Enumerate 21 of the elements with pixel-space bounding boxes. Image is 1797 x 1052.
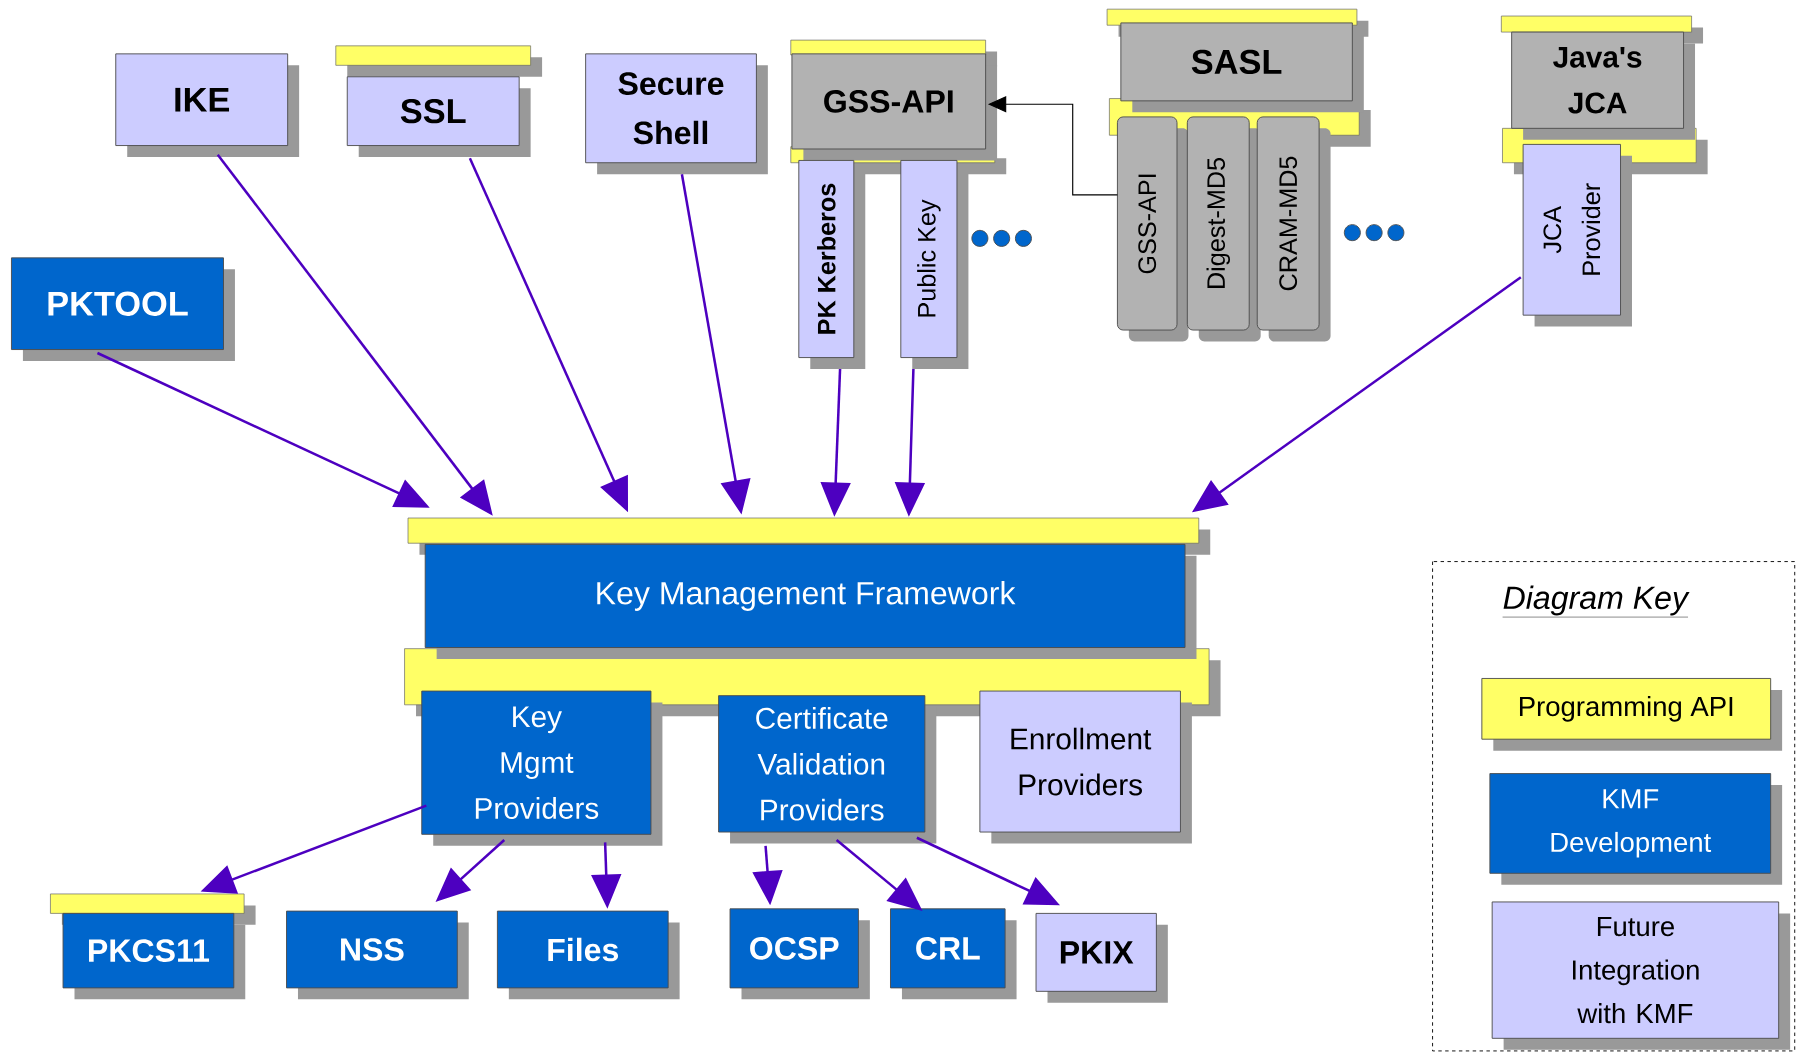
component-box: Key Mgmt Providers	[421, 690, 663, 846]
component-box: PKIX	[1035, 912, 1168, 1003]
legend-heading: Diagram Key	[1502, 585, 1690, 618]
component-box: PKTOOL	[11, 257, 235, 361]
rotated-box: Digest-MD5	[1186, 116, 1261, 342]
rotated-box: GSS-API	[1116, 116, 1189, 342]
api-box: SSL	[335, 45, 543, 157]
component-box: Secure Shell	[585, 53, 768, 175]
component-box: CRL	[890, 908, 1017, 1000]
component-box: IKE	[115, 53, 300, 157]
rotated-box: PK Kerberos	[798, 159, 866, 369]
rotated-box: CRAM-MD5	[1256, 116, 1331, 342]
component-box: OCSP	[729, 908, 870, 1000]
rotated-box: Public Key	[900, 159, 969, 369]
api-box: PKCS11	[50, 893, 256, 1000]
rotated-box: JCA Provider	[1522, 143, 1632, 327]
api-box: GSS-API	[790, 39, 1007, 175]
component-box: Certificate Validation Providers	[718, 695, 937, 844]
component-box: NSS	[286, 910, 469, 1000]
component-box: Enrollment Providers	[979, 690, 1192, 844]
component-box: Files	[496, 910, 680, 1000]
